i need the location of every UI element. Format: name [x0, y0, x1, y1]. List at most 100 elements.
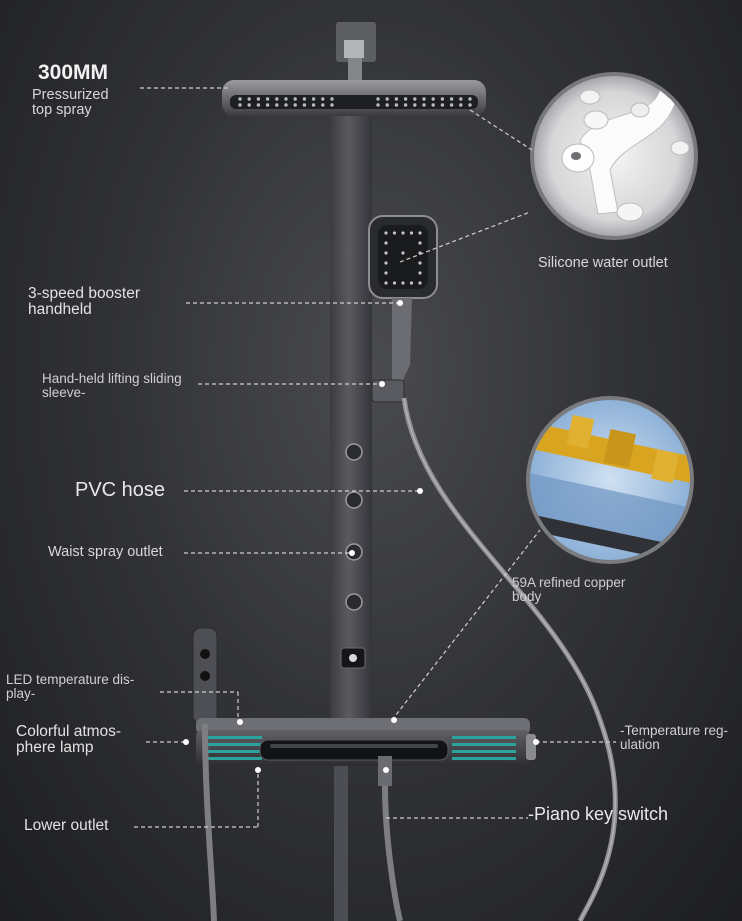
- top-spray-size: 300MM: [38, 61, 109, 84]
- led-display-label: LED temperature dis- play-: [6, 672, 135, 702]
- handheld-nozzle-dot: [409, 231, 414, 235]
- sliding-sleeve: [371, 379, 405, 403]
- thermostatic-shelf: [196, 718, 536, 766]
- top-spray-label: Pressurized top spray: [32, 87, 109, 119]
- top-spray-head: [222, 80, 486, 116]
- ambient-lamp-label: Colorful atmos- phere lamp: [16, 723, 122, 757]
- nozzle-dot: [321, 97, 325, 101]
- top-spray-line2: top spray: [32, 102, 92, 119]
- silicone-outlet-label: Silicone water outlet: [538, 255, 668, 271]
- nozzle-dot: [422, 97, 426, 101]
- temp-line2: ulation: [620, 737, 660, 753]
- handheld-nozzle-dot: [384, 281, 388, 285]
- nozzle-dot: [394, 97, 399, 101]
- nozzle-dot: [468, 97, 472, 101]
- nozzle-dot: [403, 97, 408, 101]
- lower-outlet-label: Lower outlet: [24, 817, 109, 834]
- nozzle-dot: [449, 103, 454, 107]
- nozzle-dot: [431, 97, 435, 101]
- nozzle-dot: [403, 103, 408, 107]
- nozzle-dot: [385, 97, 389, 101]
- nozzle-dot: [330, 97, 334, 101]
- handheld-label: 3-speed booster handheld: [28, 285, 141, 319]
- piano-keys: [259, 739, 449, 761]
- temp-line1: -Temperature reg-: [620, 723, 729, 738]
- nozzle-dot: [321, 103, 325, 107]
- nozzle-dot: [422, 103, 426, 107]
- copper-line1: 59A refined copper: [512, 575, 626, 590]
- nozzle-dot: [468, 103, 472, 107]
- nozzle-dot: [247, 97, 251, 101]
- handheld-nozzle-dot: [418, 281, 422, 285]
- side-spout: [192, 627, 218, 725]
- handheld-line1: 3-speed booster: [28, 285, 141, 302]
- nozzle-dot: [275, 103, 279, 107]
- nozzle-dot: [247, 103, 251, 107]
- nozzle-dot: [275, 97, 279, 101]
- handheld-nozzle-dot: [392, 231, 397, 235]
- handheld-nozzle-dot: [384, 251, 388, 255]
- nozzle-dot: [256, 103, 261, 107]
- handheld-line2: handheld: [28, 301, 92, 319]
- copper-body-label: 59A refined copper body: [512, 575, 626, 605]
- nozzle-dot: [413, 103, 417, 107]
- waist-spray-label: Waist spray outlet: [48, 544, 163, 560]
- nozzle-dot: [284, 97, 288, 101]
- handheld-nozzle-dot: [384, 241, 388, 245]
- handheld-nozzle-dot: [384, 271, 388, 275]
- top-spray-line1: Pressurized: [32, 87, 109, 103]
- nozzle-dot: [311, 97, 316, 101]
- handheld-nozzle-dot: [418, 231, 422, 235]
- nozzle-dot: [284, 103, 288, 107]
- sleeve-label: Hand-held lifting sliding sleeve-: [42, 371, 182, 401]
- nozzle-dot: [449, 97, 454, 101]
- leader-dots: [183, 300, 539, 773]
- copper-body-detail: [526, 396, 694, 564]
- nozzle-dot: [311, 103, 316, 107]
- nozzle-dot: [376, 97, 380, 101]
- nozzle-dot: [238, 103, 242, 107]
- nozzle-dot: [265, 103, 270, 107]
- handheld-nozzle-dot: [418, 261, 422, 265]
- handheld-nozzle-dot: [418, 271, 422, 275]
- led-line2: play-: [6, 686, 36, 702]
- piano-switch-label: -Piano key switch: [528, 804, 669, 824]
- overhead-arm: [336, 22, 376, 80]
- nozzle-dot: [385, 103, 389, 107]
- nozzle-dot: [440, 103, 445, 107]
- silicone-outlet-detail: [530, 72, 698, 240]
- handheld-nozzle-dot: [401, 281, 405, 285]
- led-line1: LED temperature dis-: [6, 672, 135, 687]
- nozzle-dot: [265, 97, 270, 101]
- lamp-line1: Colorful atmos-: [16, 723, 122, 740]
- leader-lines: [134, 87, 616, 828]
- temperature-knob: [526, 734, 536, 760]
- nozzle-dot: [376, 103, 380, 107]
- handheld-nozzle-dot: [418, 241, 422, 245]
- nozzle-dot: [293, 97, 297, 101]
- nozzle-dot: [431, 103, 435, 107]
- copper-line2: body: [512, 589, 542, 605]
- nozzle-dot: [459, 97, 463, 101]
- sleeve-line2: sleeve-: [42, 385, 86, 401]
- lamp-line2: phere lamp: [16, 739, 94, 757]
- nozzle-dot: [413, 97, 417, 101]
- pvc-hose-label: PVC hose: [75, 479, 166, 501]
- nozzle-dot: [440, 97, 445, 101]
- nozzle-dot: [394, 103, 399, 107]
- nozzle-dot: [302, 103, 307, 107]
- handheld-nozzle-dot: [392, 281, 397, 285]
- temperature-label: -Temperature reg- ulation: [620, 723, 729, 753]
- nozzle-dot: [238, 97, 242, 101]
- nozzle-dot: [330, 103, 334, 107]
- nozzle-dot: [293, 103, 297, 107]
- nozzle-dot: [256, 97, 261, 101]
- nozzle-dot: [459, 103, 463, 107]
- handheld-nozzle-dot: [409, 281, 414, 285]
- ambient-lamp-strip: [204, 736, 516, 760]
- shower-column: [330, 110, 372, 720]
- handheld-nozzle-dot: [384, 261, 388, 265]
- sleeve-line1: Hand-held lifting sliding: [42, 371, 182, 386]
